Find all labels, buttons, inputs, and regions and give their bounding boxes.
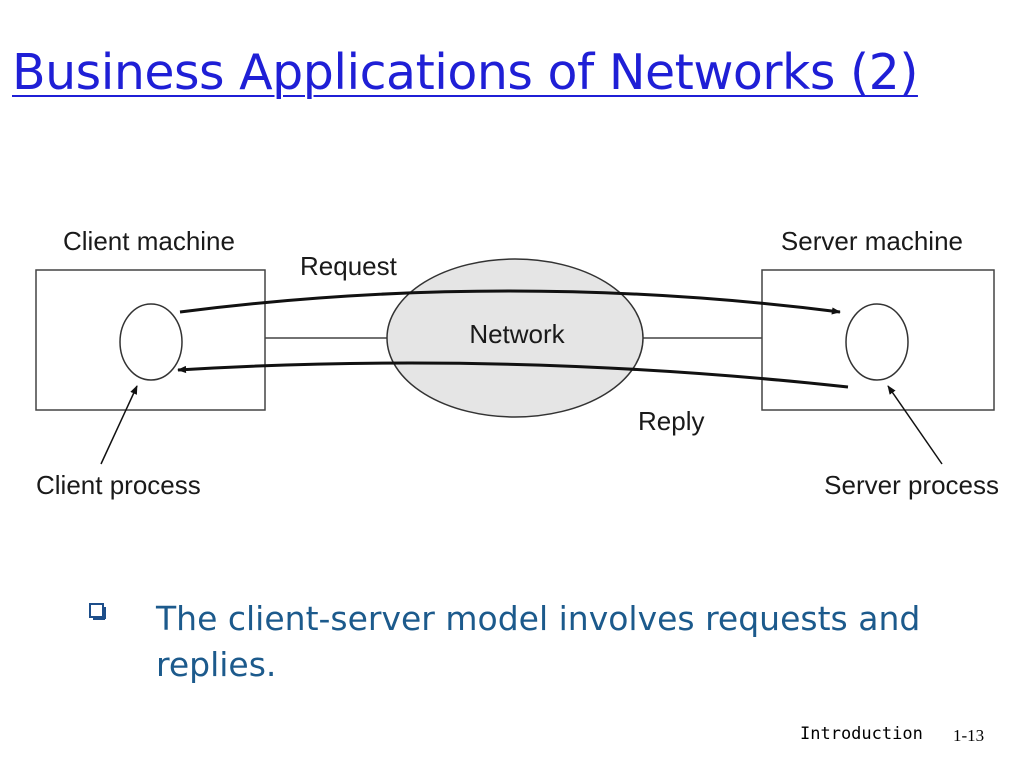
server-process-circle	[845, 303, 909, 381]
server-process-pointer	[887, 385, 943, 465]
hollow-square-bullet-icon	[88, 602, 120, 626]
reply-label: Reply	[638, 406, 704, 436]
network-label: Network	[469, 319, 565, 349]
footer-section-label: Introduction	[800, 724, 923, 744]
request-label: Request	[300, 251, 398, 281]
server-process-label: Server process	[824, 470, 999, 500]
client-process-label: Client process	[36, 470, 201, 500]
bullet-item: The client-server model involves request…	[88, 596, 968, 687]
slide-title: Business Applications of Networks (2)	[12, 44, 918, 101]
bullet-text: The client-server model involves request…	[156, 599, 921, 684]
reply-arrow	[177, 361, 849, 389]
client-machine-label: Client machine	[63, 226, 235, 256]
page-number: 1-13	[953, 726, 985, 745]
client-process-pointer	[100, 385, 138, 465]
client-server-diagram: Client machine Server machine Request Ne…	[30, 212, 1010, 522]
server-machine-label: Server machine	[781, 226, 963, 256]
request-arrow	[179, 289, 841, 315]
network-ellipse	[386, 258, 644, 418]
diagram-canvas: Client machine Server machine Request Ne…	[35, 226, 999, 500]
client-process-circle	[119, 303, 183, 381]
